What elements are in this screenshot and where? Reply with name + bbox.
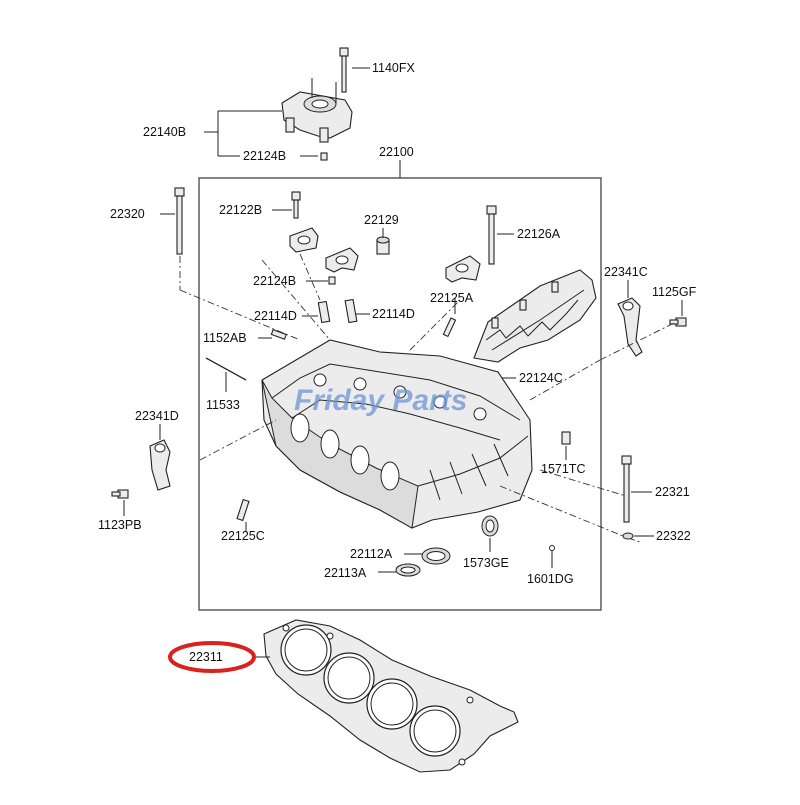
- label-1571TC: 1571TC: [541, 462, 585, 476]
- cam-cap-center: [325, 247, 359, 273]
- label-22112A: 22112A: [350, 547, 393, 561]
- dowel-22124B-top: [320, 152, 328, 161]
- bracket-22341D: [149, 439, 171, 491]
- bracket-22341C: [617, 297, 643, 357]
- seal-22112A: [421, 547, 451, 565]
- stud-22125C: [236, 498, 250, 522]
- label-22320: 22320: [110, 207, 145, 221]
- label-22114D-right: 22114D: [372, 307, 415, 321]
- bolt-1140FX: [339, 47, 349, 93]
- label-1601DG: 1601DG: [527, 572, 574, 586]
- label-22114D-left: 22114D: [254, 309, 297, 323]
- label-22125C: 22125C: [221, 529, 265, 543]
- cam-cap-right: [445, 255, 481, 283]
- dowel-22124B-mid: [328, 276, 336, 285]
- label-1152AB: 1152AB: [203, 331, 247, 345]
- label-22321: 22321: [655, 485, 690, 499]
- plug-1571TC: [561, 431, 571, 445]
- label-22129: 22129: [364, 213, 399, 227]
- bolt-22321: [621, 455, 632, 523]
- label-1123PB: 1123PB: [98, 518, 142, 532]
- label-1140FX: 1140FX: [372, 61, 416, 75]
- seal-1573GE: [481, 515, 499, 537]
- dowel-22114D-left: [317, 300, 331, 324]
- label-1573GE: 1573GE: [463, 556, 509, 570]
- stud-22125A: [442, 317, 457, 338]
- watermark-text: Friday Parts: [294, 384, 467, 417]
- label-22311: 22311: [189, 650, 223, 664]
- label-22125A: 22125A: [430, 291, 474, 305]
- label-22341D: 22341D: [135, 409, 179, 423]
- cam-cap-22122B: [289, 191, 319, 253]
- head-gasket-22311: [263, 619, 519, 773]
- label-22124B-top: 22124B: [243, 149, 286, 163]
- label-22113A: 22113A: [324, 566, 367, 580]
- bolt-22320: [174, 187, 185, 255]
- highlight-ring: [168, 641, 256, 673]
- label-22100: 22100: [379, 145, 414, 159]
- cam-carrier: [473, 269, 597, 363]
- seal-22113A: [395, 563, 421, 577]
- bolt-1152AB: [270, 329, 287, 340]
- label-22322: 22322: [656, 529, 691, 543]
- bolt-1125GF: [669, 317, 687, 327]
- washer-22322: [622, 532, 634, 540]
- label-22126A: 22126A: [517, 227, 561, 241]
- pin-1601DG: [549, 545, 555, 551]
- label-22341C: 22341C: [604, 265, 648, 279]
- label-1125GF: 1125GF: [652, 285, 697, 299]
- bolt-22126A: [486, 205, 497, 265]
- label-22124B-mid: 22124B: [253, 274, 296, 288]
- label-22122B: 22122B: [219, 203, 262, 217]
- dowel-22114D-right: [344, 298, 358, 324]
- label-22124C: 22124C: [519, 371, 563, 385]
- tappet-22129: [376, 236, 390, 255]
- cylinder-head-22100: [261, 339, 533, 529]
- label-22140B: 22140B: [143, 125, 186, 139]
- bracket-22140B: [281, 78, 353, 143]
- label-11533: 11533: [206, 398, 240, 412]
- bolt-1123PB: [111, 489, 129, 499]
